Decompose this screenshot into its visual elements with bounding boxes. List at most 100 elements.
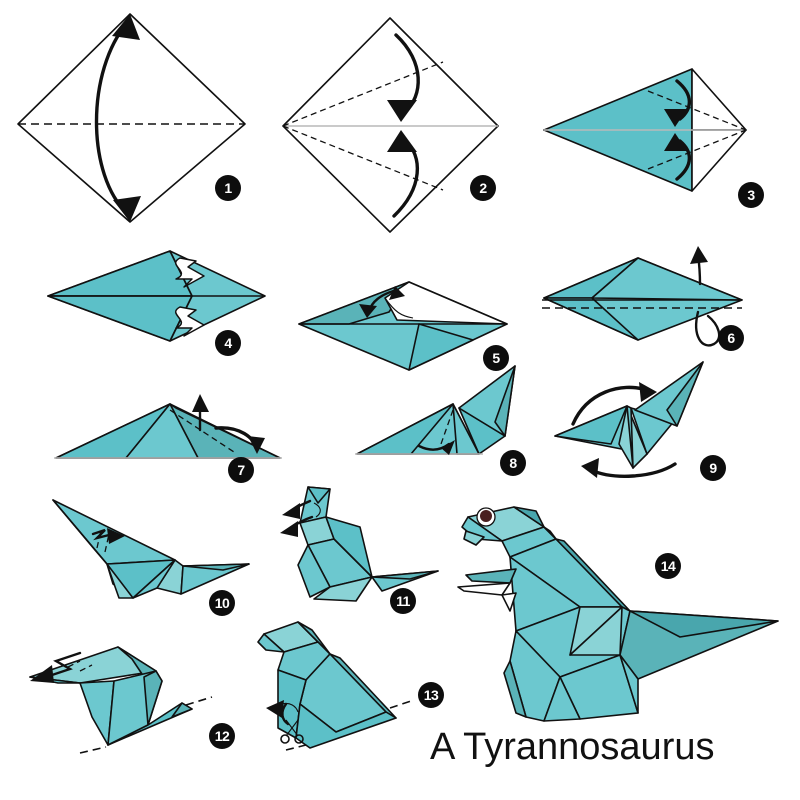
step-4-diagram — [40, 245, 280, 350]
fold-arrow-upper-head — [664, 109, 687, 127]
step-6-diagram — [542, 240, 792, 355]
fold-arrow-head-top — [112, 14, 140, 40]
step-9-diagram — [554, 358, 745, 478]
step-badge-12: 12 — [209, 723, 235, 749]
neck-spike-shadow — [494, 365, 516, 437]
eye — [476, 507, 496, 527]
tail-left-shadow — [554, 405, 628, 445]
rotate-arrow-top — [571, 385, 649, 426]
foot — [543, 676, 581, 722]
ground-line-right — [389, 699, 415, 709]
step-3-diagram — [540, 45, 790, 220]
leg-front — [106, 563, 134, 599]
fold-arrow-lower-head — [387, 130, 417, 152]
crease-hint-2 — [79, 664, 93, 672]
step-10-diagram — [35, 486, 265, 606]
pleat-arrow-upper — [174, 257, 205, 288]
crease-upper-dashed — [647, 90, 747, 131]
step-12-diagram — [22, 625, 242, 755]
fold-arrow-head-bottom — [113, 196, 141, 222]
rotate-arrow-bottom-head — [581, 458, 599, 478]
tail-shadow — [629, 610, 779, 638]
facet-top — [591, 257, 743, 301]
tail-base — [619, 654, 639, 714]
fold-behind-loop — [695, 310, 721, 347]
facet-lower-right — [408, 323, 474, 371]
facet-upper-left — [47, 250, 193, 297]
step-badge-4: 4 — [215, 330, 241, 356]
fold-arrow-lower — [675, 139, 692, 181]
crease-lower-dashed — [647, 129, 747, 170]
leg-front — [509, 630, 561, 722]
body-center-fold — [626, 405, 634, 469]
body-mid — [132, 559, 176, 599]
leg-front-shadow — [503, 660, 527, 718]
rotate-arrow-bottom — [589, 462, 677, 478]
fold-arrow-upper-head — [387, 100, 417, 122]
step-badge-13: 13 — [418, 682, 444, 708]
crimp-zigzag-arrow — [91, 528, 115, 541]
fold-arrow-upper — [675, 79, 692, 121]
paper-square-on-point — [282, 17, 499, 233]
fold-behind-arrow-head — [690, 246, 708, 264]
petal-arrow-head-up — [389, 286, 405, 300]
pocket-curve — [384, 297, 414, 319]
neck-spike-shadow — [666, 361, 704, 427]
crease-diagonal-dashed — [169, 409, 235, 453]
head-neck-shadow — [52, 499, 108, 565]
lower-jaw — [463, 530, 485, 546]
crimp-arrow-head — [107, 528, 125, 544]
lightning-zigzag-arrow — [44, 651, 82, 679]
step-badge-14: 14 — [655, 553, 681, 579]
pleat-arrow-lower — [174, 306, 205, 337]
fold-arrow-lower-head — [664, 133, 687, 151]
fold-arrow-curve — [94, 20, 130, 216]
page-title: A Tyrannosaurus — [430, 726, 715, 768]
step-1-diagram — [0, 0, 260, 230]
ground-line-left — [79, 746, 107, 754]
arrow-upper-head — [282, 503, 300, 519]
facet-left-lower — [543, 297, 639, 341]
lightning-arrow-head — [30, 665, 54, 683]
scissors-icon — [280, 719, 304, 744]
neck-shadow — [543, 526, 557, 540]
cut-arrow-head — [266, 700, 284, 718]
step-badge-11: 11 — [390, 588, 416, 614]
step-5-diagram — [293, 268, 533, 378]
open-pocket-white — [384, 281, 508, 325]
step-badge-8: 8 — [500, 450, 526, 476]
flap-lower-white — [691, 129, 747, 192]
ground-line-right — [185, 696, 213, 706]
arm-lower-white — [457, 582, 511, 596]
arrow-lower-head — [280, 521, 298, 537]
leg-rear — [313, 576, 373, 602]
hip-highlight — [569, 606, 623, 656]
hand-white — [501, 592, 517, 612]
step-13-diagram — [240, 608, 450, 753]
step-badge-5: 5 — [483, 345, 509, 371]
body-crease — [281, 702, 299, 713]
step-badge-3: 3 — [738, 182, 764, 208]
head-top-shadow — [513, 506, 545, 528]
tail-shadow — [171, 702, 193, 718]
step-2-diagram — [255, 0, 515, 240]
jaw — [257, 633, 285, 653]
fold-arrow-head — [441, 440, 455, 455]
step-badge-2: 2 — [470, 175, 496, 201]
step-7-diagram — [48, 386, 298, 476]
step-badge-1: 1 — [215, 175, 241, 201]
head-shadow — [307, 486, 331, 504]
tuck-arrow-head — [248, 436, 265, 454]
step-badge-6: 6 — [718, 325, 744, 351]
tail-shadow — [182, 563, 250, 571]
crease-dashed — [440, 409, 454, 445]
step-11-diagram — [270, 483, 460, 613]
step-14-diagram — [440, 495, 790, 725]
crease-hint-1 — [67, 660, 81, 668]
leg-rear-and-tail — [295, 703, 397, 749]
step-badge-7: 7 — [228, 457, 254, 483]
step-badge-10: 10 — [209, 590, 235, 616]
paper-square-on-point — [17, 13, 246, 223]
petal-arrow-head-down — [359, 304, 377, 318]
